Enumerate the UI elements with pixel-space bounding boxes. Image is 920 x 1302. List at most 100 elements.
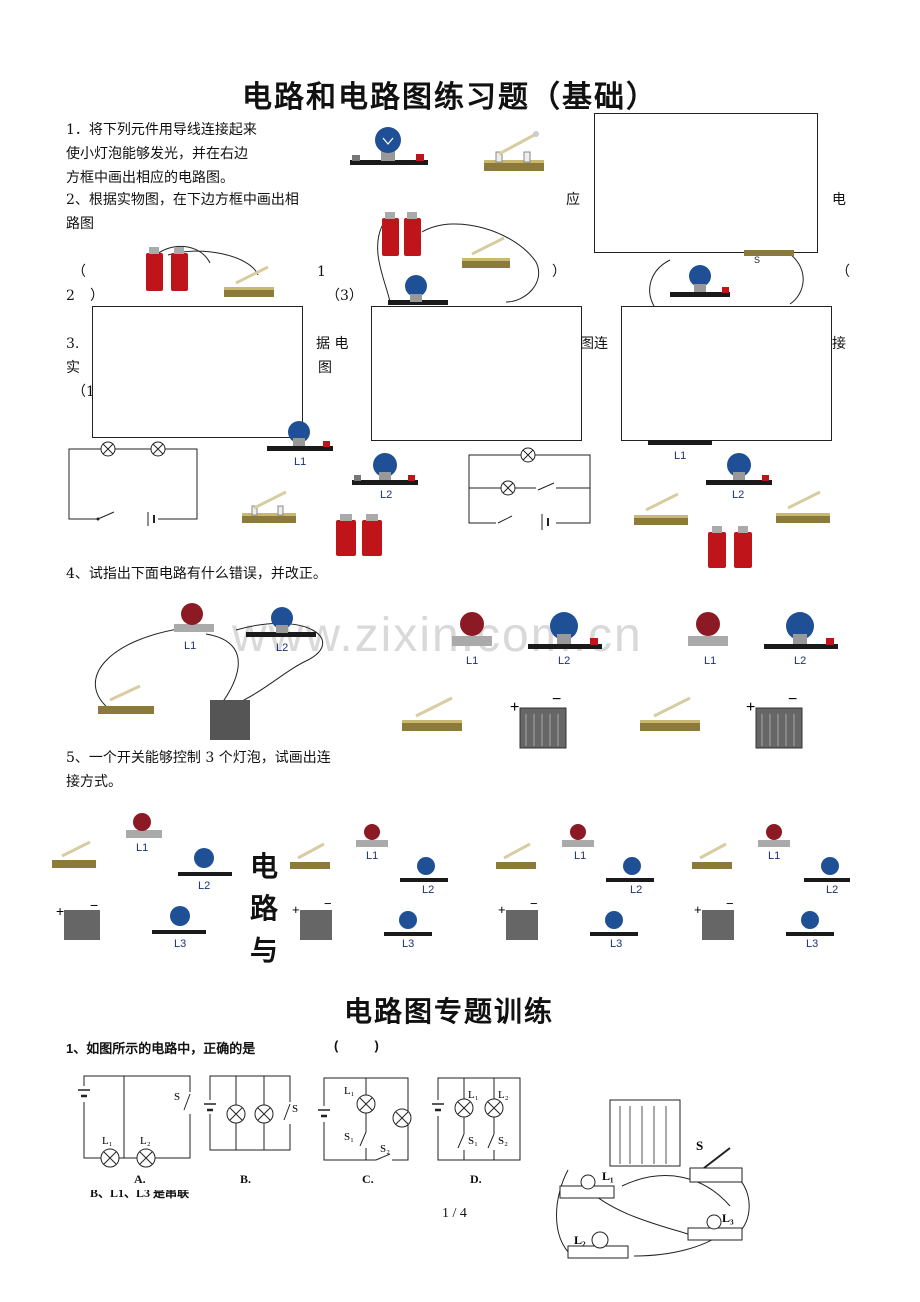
q5g3-label-l1: L1	[574, 850, 587, 862]
q5g1-label-l3: L3	[174, 938, 187, 950]
q2-line1-mid: 应	[566, 192, 580, 208]
q3-lamp-l2-icon	[352, 453, 418, 485]
section2-title: 电路图专题训练	[344, 995, 555, 1028]
option-b-circuit: S	[204, 1075, 298, 1151]
q3-frag1: 3.	[66, 336, 80, 352]
svg-text:L₂: L₂	[140, 1135, 151, 1147]
q3-frag7: （1	[72, 384, 95, 400]
q3b-switch-icon-1	[634, 492, 688, 525]
q3-lamp-l1-icon	[267, 421, 333, 451]
svg-text:−: −	[324, 896, 332, 911]
svg-text:S₁: S₁	[468, 1135, 478, 1147]
q1-blue-lamp-icon	[350, 127, 428, 165]
svg-text:S: S	[696, 1138, 703, 1153]
q2-answer-box-3[interactable]	[621, 306, 832, 441]
q3-switch-icon	[242, 490, 296, 523]
svg-text:−: −	[552, 691, 561, 708]
svg-text:L₁: L₁	[602, 1169, 614, 1183]
q3b-lamp-l2-icon	[706, 453, 772, 485]
q2-circuit2-figure	[377, 212, 540, 305]
svg-text:L₃: L₃	[722, 1211, 734, 1225]
q4a-battery-box-icon: +−	[510, 691, 567, 749]
svg-text:+: +	[498, 902, 506, 917]
svg-text:+: +	[694, 902, 702, 917]
option-a-label[interactable]: A.	[134, 1172, 146, 1186]
q5-group-2: +−	[290, 824, 448, 940]
q3-frag6: 图	[318, 360, 332, 376]
q4-answer-lamps-1	[452, 612, 602, 649]
svg-text:+: +	[292, 902, 300, 917]
q3-frag5: 实	[66, 360, 80, 376]
option-d-label[interactable]: D.	[470, 1172, 482, 1186]
q3-frag4: 接	[832, 336, 846, 352]
svg-text:S₂: S₂	[498, 1135, 508, 1147]
q4-text: 4、试指出下面电路有什么错误，并改正。	[66, 566, 327, 582]
svg-text:L₁: L₁	[468, 1089, 479, 1101]
section2-q1-text: 1、如图所示的电路中，正确的是	[66, 1041, 256, 1056]
option-c-label[interactable]: C.	[362, 1172, 374, 1186]
q2-switch-label-s: S	[754, 255, 761, 265]
q3b-label-l2: L2	[732, 489, 745, 501]
q5g4-label-l2: L2	[826, 884, 839, 896]
svg-text:−: −	[530, 896, 538, 911]
q4-label-l2: L2	[276, 642, 289, 654]
circuit-sketch: S L₁ L₃ L₂	[556, 1099, 750, 1259]
q2-paren-open1: （	[72, 264, 86, 280]
page-title: 电路和电路图练习题（基础）	[242, 80, 658, 115]
page-number: 1 / 4	[442, 1206, 467, 1221]
svg-text:−: −	[726, 896, 734, 911]
q3-label-l2: L2	[380, 489, 393, 501]
q2-num1: 1	[317, 264, 326, 280]
vertical-char-2: 路	[250, 892, 279, 925]
q4a-switch-icon	[402, 696, 462, 731]
q1-answer-box[interactable]	[594, 113, 818, 253]
q5-group-3: +−	[496, 824, 654, 940]
vertical-char-3: 与	[250, 934, 279, 967]
q5g3-label-l3: L3	[610, 938, 623, 950]
q4a-label-l1: L1	[466, 655, 479, 667]
q5g1-label-l1: L1	[136, 842, 149, 854]
section2-q1-paren: ( )	[334, 1038, 379, 1053]
svg-text:S: S	[174, 1091, 180, 1103]
svg-text:−: −	[788, 691, 797, 708]
q2-num2: 2	[66, 288, 75, 304]
q5-line1: 5、一个开关能够控制 3 个灯泡，试画出连	[66, 750, 331, 766]
q5g2-label-l1: L1	[366, 850, 379, 862]
q5g3-label-l2: L2	[630, 884, 643, 896]
svg-text:S₂: S₂	[380, 1143, 390, 1155]
q3-battery-icon	[336, 514, 382, 556]
option-b-label[interactable]: B.	[240, 1172, 252, 1186]
q2-circuit3-figure	[649, 250, 804, 307]
q2-paren-close2: ）	[90, 288, 104, 304]
q2-answer-box-1[interactable]	[92, 306, 303, 438]
svg-text:S: S	[292, 1103, 298, 1115]
q4b-label-l1: L1	[704, 655, 717, 667]
svg-text:L₁: L₁	[102, 1135, 113, 1147]
q3-frag2: 据 电	[316, 336, 349, 352]
vertical-char-1: 电	[250, 850, 279, 883]
option-a-circuit: S L₁ L₂	[78, 1075, 196, 1168]
q4-circuit-figure	[94, 603, 323, 740]
q4-answer-lamps-2	[688, 612, 838, 649]
q2-answer-box-2[interactable]	[371, 306, 582, 441]
q2-line1-right: 电	[832, 192, 846, 208]
svg-text:L₂: L₂	[498, 1089, 509, 1101]
q1-switch-icon	[484, 131, 544, 171]
svg-text:+: +	[510, 699, 519, 716]
q3-frag3: 图连	[580, 336, 608, 352]
q3b-switch-icon-2	[776, 490, 830, 523]
svg-text:L₁: L₁	[344, 1085, 355, 1097]
svg-text:+: +	[746, 699, 755, 716]
q1-line3: 方框中画出相应的电路图。	[66, 170, 234, 186]
q4b-switch-icon	[640, 696, 700, 731]
q4a-label-l2: L2	[558, 655, 571, 667]
q5-group-1: +−	[52, 813, 232, 940]
q5g2-label-l2: L2	[422, 884, 435, 896]
q4b-battery-box-icon: +−	[746, 691, 803, 749]
q5g1-label-l2: L2	[198, 880, 211, 892]
q5-group-4: +−	[692, 824, 850, 940]
svg-text:−: −	[90, 897, 98, 913]
partial-text: B、L1、L3 是串联	[90, 1186, 190, 1200]
q2-paren-open2: （	[836, 264, 850, 280]
